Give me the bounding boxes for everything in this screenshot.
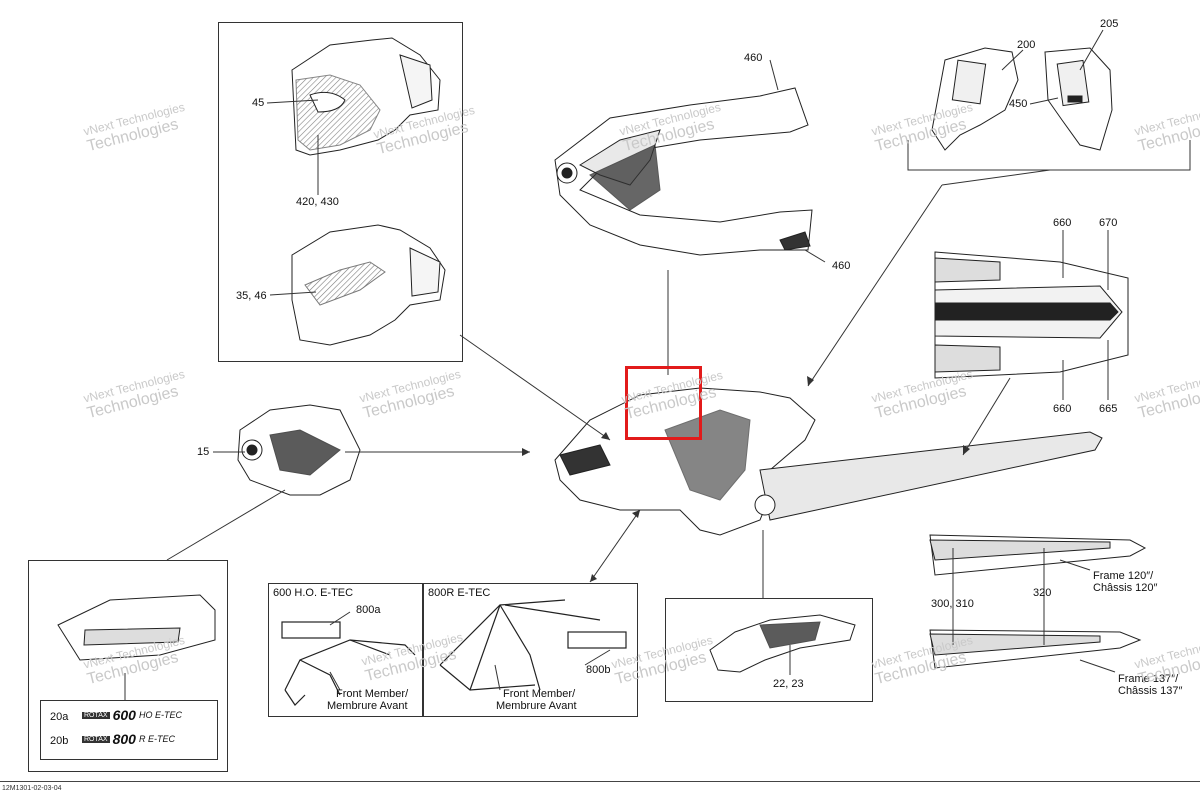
rear-part-22-23 (709, 614, 856, 673)
engine-600-title: 600 H.O. E-TEC (273, 587, 354, 599)
callout-800a: 800a (356, 604, 381, 616)
decal-preview (57, 594, 216, 661)
callout-200: 200 (1017, 39, 1036, 51)
engine-600-caption-1: Front Member/ (336, 688, 409, 700)
diagram-reference: 12M1301-02-03-04 (2, 785, 62, 792)
callout-20a: 20a (50, 711, 69, 723)
front-member-600 (281, 621, 416, 706)
engine-600-caption-2: Membrure Avant (327, 700, 408, 712)
main-body-assembly (554, 387, 1103, 536)
front-panel-15 (237, 404, 361, 496)
frame-120-en: Frame 120″/ (1093, 570, 1154, 582)
callout-300-310: 300, 310 (931, 598, 974, 610)
side-covers (931, 47, 1113, 151)
decal-label-box (40, 700, 218, 760)
callout-800b: 800b (586, 664, 611, 676)
hood-assembly (554, 87, 813, 256)
frame-rails (929, 534, 1147, 669)
frame-120-fr: Châssis 120″ (1093, 582, 1158, 594)
callout-460-top: 460 (744, 52, 763, 64)
rear-part-box (665, 598, 873, 702)
callout-22-23: 22, 23 (773, 678, 804, 690)
arrowheads (522, 376, 970, 582)
decal-rotax-600: ROTAX (82, 711, 110, 719)
callout-45: 45 (252, 97, 265, 109)
decal-rotax-800: ROTAX (82, 735, 110, 743)
decal-600-suffix: HO E-TEC (138, 710, 182, 720)
decal-600-number: 600 (112, 707, 136, 723)
callout-660-top: 660 (1053, 217, 1072, 229)
engine-600-box (268, 583, 423, 717)
side-panel-upper (291, 37, 441, 156)
engine-800-title: 800R E-TEC (428, 587, 491, 599)
callout-15: 15 (197, 446, 210, 458)
callout-20b: 20b (50, 735, 69, 747)
callout-35-46: 35, 46 (236, 290, 267, 302)
callout-460-bottom: 460 (832, 260, 851, 272)
side-panels-detail-box (218, 22, 463, 362)
engine-800-box (423, 583, 638, 717)
engine-800-caption-1: Front Member/ (503, 688, 576, 700)
side-panel-lower (291, 224, 446, 346)
callout-670: 670 (1099, 217, 1118, 229)
callout-205: 205 (1100, 18, 1119, 30)
bottom-rule (0, 781, 1200, 782)
callout-665: 665 (1099, 403, 1118, 415)
callout-450: 450 (1009, 98, 1028, 110)
decal-detail-box (28, 560, 228, 772)
decal-800-number: 800 (112, 731, 136, 747)
decal-800: ROTAX 800 R E-TEC (82, 731, 175, 747)
leader-lines (124, 29, 1191, 700)
tunnel-top-view (934, 251, 1129, 379)
callout-660-bottom: 660 (1053, 403, 1072, 415)
engine-800-caption-2: Membrure Avant (496, 700, 577, 712)
frame-137-en: Frame 137″/ (1118, 673, 1179, 685)
front-member-800 (439, 599, 627, 691)
decal-600: ROTAX 600 HO E-TEC (82, 707, 182, 723)
highlight-box (625, 366, 702, 440)
decal-800-suffix: R E-TEC (138, 734, 175, 744)
callout-320: 320 (1033, 587, 1052, 599)
frame-137-fr: Châssis 137″ (1118, 685, 1183, 697)
callout-420-430: 420, 430 (296, 196, 339, 208)
